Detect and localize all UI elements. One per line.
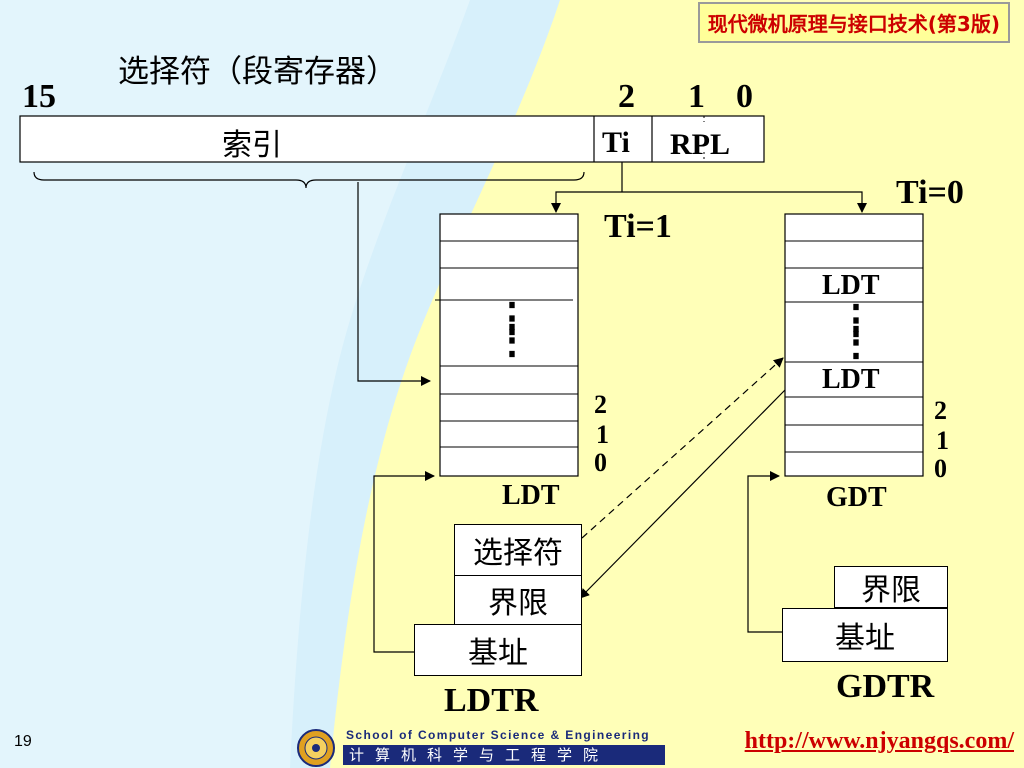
ti0-arrow xyxy=(622,191,867,213)
bit-15-label: 15 xyxy=(22,78,56,115)
ldt-index-0: 0 xyxy=(594,448,607,477)
ldtr-limit-field: 界限 xyxy=(454,575,582,625)
index-brace xyxy=(33,171,585,189)
selector-register xyxy=(19,115,765,163)
gdt-ellipsis: ⋮ xyxy=(836,297,876,342)
ldt-ellipsis-2: ⋮ xyxy=(492,317,532,362)
gdt-ellipsis-2: ⋮ xyxy=(836,319,876,364)
gdtr-base-field: 基址 xyxy=(782,608,948,662)
ldtr-caption: LDTR xyxy=(444,682,539,719)
selector-dashed-arrow xyxy=(581,357,784,539)
ti-field-label: Ti xyxy=(602,126,630,159)
gdt-entry-ldt-upper: LDT xyxy=(822,270,880,301)
school-emblem-icon xyxy=(297,729,335,767)
index-arrow xyxy=(357,182,431,386)
rpl-field-label: RPL xyxy=(670,128,730,161)
index-field-label: 索引 xyxy=(222,128,282,163)
bit-2-label: 2 xyxy=(618,78,635,115)
gdtr-limit-field: 界限 xyxy=(834,566,948,608)
ldtr-base-field: 基址 xyxy=(414,624,582,676)
ldt-table xyxy=(435,213,579,477)
website-link[interactable]: http://www.njyangqs.com/ xyxy=(744,728,1014,754)
book-title: 现代微机原理与接口技术(第3版) xyxy=(697,2,1010,43)
ldt-caption: LDT xyxy=(502,480,560,511)
gdt-index-0: 0 xyxy=(934,454,947,483)
ldtr-selector-field: 选择符 xyxy=(454,524,582,576)
gdt-caption: GDT xyxy=(826,482,887,513)
school-name-chinese: 计算机科学与工程学院 xyxy=(343,745,665,765)
ti1-arrow xyxy=(551,191,622,213)
ti0-label: Ti=0 xyxy=(896,174,964,211)
gdtr-base-arrow xyxy=(747,471,782,633)
ldt-ellipsis: ⋮ xyxy=(492,295,532,340)
ldt-index-2: 2 xyxy=(594,390,607,419)
school-name-english: School of Computer Science & Engineering xyxy=(346,728,651,742)
ldtr-base-arrow xyxy=(373,471,435,653)
gdt-entry-ldt-lower: LDT xyxy=(822,364,880,395)
selector-heading: 选择符（段寄存器） xyxy=(118,54,397,90)
ldt-index-1: 1 xyxy=(596,420,609,449)
bit-0-label: 0 xyxy=(736,78,753,115)
ti1-label: Ti=1 xyxy=(604,208,672,245)
gdt-index-2: 2 xyxy=(934,396,947,425)
bit-1-label: 1 xyxy=(688,78,705,115)
gdtr-caption: GDTR xyxy=(836,668,935,705)
page-number: 19 xyxy=(14,733,32,750)
gdt-index-1: 1 xyxy=(936,426,949,455)
descriptor-load-arrow xyxy=(579,389,786,599)
gdt-table xyxy=(784,213,924,477)
